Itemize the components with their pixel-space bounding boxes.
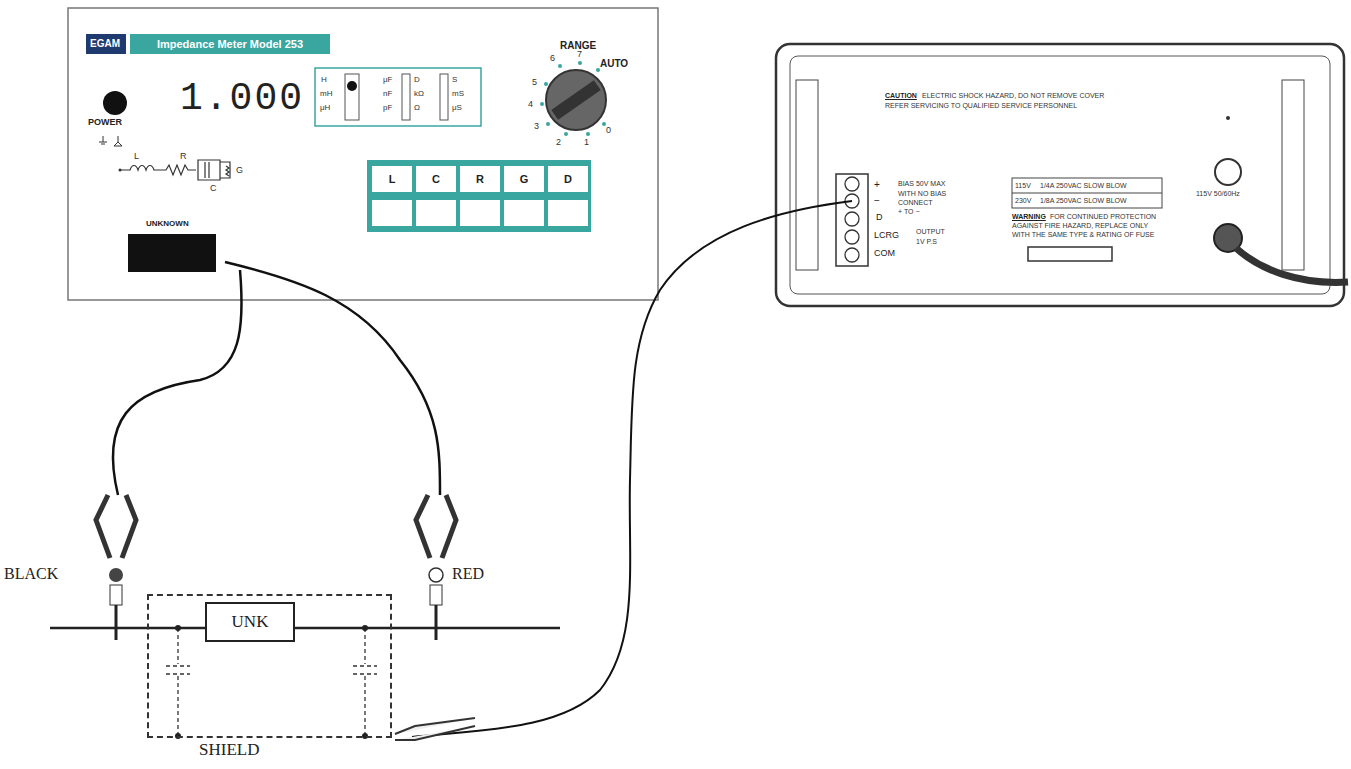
function-key: R xyxy=(460,166,500,192)
unit-indicators xyxy=(345,74,448,120)
bias-note: CONNECT xyxy=(898,199,933,207)
symbol-label: C xyxy=(210,184,217,194)
range-number: 0 xyxy=(606,126,611,136)
dial-dots xyxy=(540,61,606,136)
unit-panel xyxy=(315,68,481,126)
bias-note: BIAS 50V MAX xyxy=(898,180,945,188)
fuse-rating: 1/4A 250VAC SLOW BLOW xyxy=(1040,182,1127,190)
meter-panel xyxy=(68,8,658,300)
lead-color: BLACK xyxy=(4,565,58,583)
function-key: D xyxy=(548,166,588,192)
range-number: 1 xyxy=(584,138,589,148)
warning-text: WITH THE SAME TYPE & RATING OF FUSE xyxy=(1012,231,1154,239)
output-note: 1V P.S xyxy=(916,238,937,246)
function-key: L xyxy=(372,166,412,192)
terminal-label: UNKNOWN xyxy=(146,220,189,229)
warning-text: WARNING xyxy=(1012,213,1046,221)
circuit-wire xyxy=(50,627,560,630)
range-dial xyxy=(546,70,606,130)
unit-label: mH xyxy=(320,90,332,99)
serial-plate xyxy=(1028,247,1112,261)
model-band: Impedance Meter Model 253 xyxy=(130,34,330,54)
range-number: 2 xyxy=(556,138,561,148)
warning-text: REFER SERVICING TO QUALIFIED SERVICE PER… xyxy=(885,102,1077,110)
symbol-label: L xyxy=(134,152,139,162)
dial-knob xyxy=(551,80,600,120)
node-text: G xyxy=(520,173,529,185)
fuse-rating: 230V xyxy=(1015,197,1031,205)
node-text: SHIELD xyxy=(199,740,259,760)
unit-label: pF xyxy=(383,104,392,113)
bias-note: WITH NO BIAS xyxy=(898,190,946,198)
warning-text: AGAINST FIRE HAZARD, REPLACE ONLY xyxy=(1012,222,1148,230)
logo-box xyxy=(86,34,126,54)
power-symbols xyxy=(99,136,122,146)
terminal-label: D xyxy=(876,213,883,223)
rear-foot xyxy=(796,80,818,270)
unit-label: μS xyxy=(452,104,462,113)
fuse-rating: 1/8A 250VAC SLOW BLOW xyxy=(1040,197,1127,205)
lead-color: RED xyxy=(452,565,484,583)
logo: EGAM xyxy=(90,38,120,49)
unit-label: kΩ xyxy=(414,90,424,99)
warning-text: FOR CONTINUED PROTECTION xyxy=(1050,213,1156,221)
terminal-screws xyxy=(845,177,859,262)
shield-box: SHIELDUNK xyxy=(147,594,392,738)
unit-label: μH xyxy=(320,104,330,113)
symbol-label: G xyxy=(236,166,243,176)
symbol-label: R xyxy=(180,152,187,162)
terminal-label: + xyxy=(874,179,880,190)
range-number: AUTO xyxy=(600,58,628,69)
unit-label: S xyxy=(452,76,457,85)
fuse-holder xyxy=(1215,159,1241,185)
unit-label: Ω xyxy=(414,104,420,113)
terminal-label: LCRG xyxy=(874,231,899,241)
unit-label: nF xyxy=(383,90,392,99)
power-rating: 115V 50/60Hz xyxy=(1196,190,1240,198)
power-button xyxy=(103,91,127,115)
unit-led xyxy=(347,81,357,91)
stray-capacitance xyxy=(166,628,377,736)
warning-text: CAUTION xyxy=(885,92,917,100)
fuse-rating: 115V xyxy=(1015,182,1031,190)
node-text: R xyxy=(476,173,484,185)
node-text: L xyxy=(389,173,396,185)
unit-label: D xyxy=(414,76,420,85)
rear-foot xyxy=(1282,80,1304,270)
fuse-table xyxy=(1012,178,1162,208)
warning-text: ELECTRIC SHOCK HAZARD, DO NOT REMOVE COV… xyxy=(922,92,1104,100)
unit-label: mS xyxy=(452,90,464,99)
display-readout: 1.000 xyxy=(172,74,312,122)
lrcg-symbol xyxy=(120,160,230,180)
range-number: 6 xyxy=(550,54,555,64)
unknown-terminal xyxy=(128,234,216,272)
power-cord xyxy=(1236,248,1348,282)
output-note: OUTPUT xyxy=(916,228,945,236)
terminal-block xyxy=(836,174,868,266)
function-key: G xyxy=(504,166,544,192)
node-text: C xyxy=(432,173,440,185)
bias-note: + TO − xyxy=(898,208,920,216)
range-number: 3 xyxy=(534,122,539,132)
unit-label: μF xyxy=(383,76,393,85)
unknown-component: UNK xyxy=(205,602,295,642)
alligator-clips xyxy=(96,495,475,740)
key-blanks xyxy=(372,200,588,226)
terminal-label: − xyxy=(874,195,880,206)
node-text: Impedance Meter Model 253 xyxy=(157,38,303,50)
control-label: POWER xyxy=(88,118,122,128)
range-number: 5 xyxy=(532,78,537,88)
test-leads xyxy=(113,201,852,737)
node-text: 1.000 xyxy=(180,77,304,120)
node-text: D xyxy=(564,173,572,185)
range-number: 4 xyxy=(528,100,533,110)
node-text: UNK xyxy=(232,612,269,632)
unit-label: H xyxy=(321,76,327,85)
terminal-label: COM xyxy=(874,249,895,259)
keypad xyxy=(367,160,591,232)
range-number: 7 xyxy=(577,50,582,60)
function-key: C xyxy=(416,166,456,192)
